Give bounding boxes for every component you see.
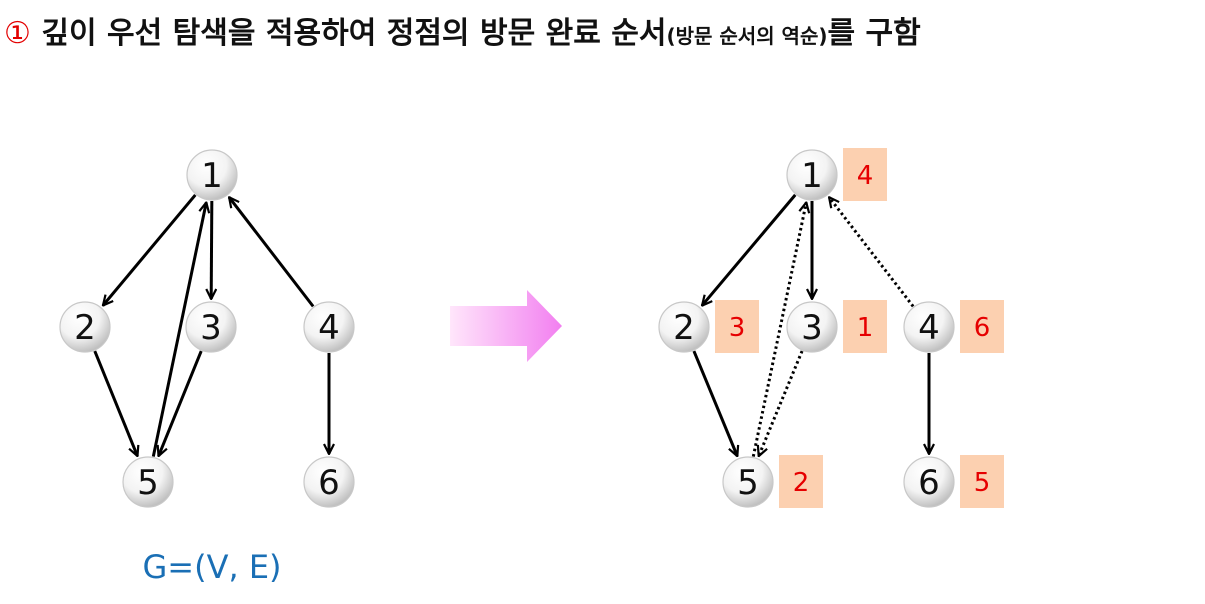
node-circle xyxy=(786,301,838,353)
left-node-6: 6 xyxy=(303,456,355,508)
finish-order-value: 6 xyxy=(974,313,991,343)
finish-order-badge-2: 3 xyxy=(715,300,759,353)
right-node-2: 2 xyxy=(658,301,710,353)
right-edge-5-to-1 xyxy=(751,202,806,457)
node-circle xyxy=(186,149,238,201)
left-edge-1-to-3 xyxy=(211,200,212,299)
node-label: 2 xyxy=(673,308,695,348)
title-main-text: 깊이 우선 탐색을 적용하여 정점의 방문 완료 순서 xyxy=(41,16,667,51)
right-node-5: 5 xyxy=(722,456,774,508)
left-node-4: 4 xyxy=(303,301,355,353)
right-node-1: 1 xyxy=(786,149,838,201)
node-circle xyxy=(122,456,174,508)
node-circle xyxy=(303,456,355,508)
right-graph-nodes: 1 4 2 3 3 1 4 6 5 2 6 5 xyxy=(658,148,1004,508)
node-label: 6 xyxy=(918,463,940,503)
right-edge-3-to-5 xyxy=(759,350,804,456)
finish-order-badge-6: 5 xyxy=(960,455,1004,508)
left-graph-edges xyxy=(93,193,329,457)
finish-order-value: 2 xyxy=(793,468,810,498)
right-node-6: 6 xyxy=(903,456,955,508)
left-edge-4-to-1 xyxy=(227,197,315,308)
left-node-3: 3 xyxy=(185,301,237,353)
left-edge-2-to-5 xyxy=(93,350,138,456)
node-label: 3 xyxy=(801,308,823,348)
node-circle xyxy=(658,301,710,353)
finish-order-box xyxy=(779,455,823,508)
left-node-2: 2 xyxy=(59,301,111,353)
finish-order-badge-5: 2 xyxy=(779,455,823,508)
left-graph-nodes: 1 2 3 4 5 6 xyxy=(59,149,355,508)
left-edge-5-to-1 xyxy=(151,202,206,457)
right-edge-4-to-1 xyxy=(827,197,915,308)
right-node-4: 4 xyxy=(903,301,955,353)
right-edge-1-to-2 xyxy=(700,193,797,306)
node-label: 4 xyxy=(318,308,340,348)
node-label: 2 xyxy=(74,308,96,348)
finish-order-box xyxy=(960,455,1004,508)
right-node-3: 3 xyxy=(786,301,838,353)
graph-caption: G=(V, E) xyxy=(142,548,281,586)
finish-order-badge-4: 6 xyxy=(960,300,1004,353)
node-label: 5 xyxy=(137,463,159,503)
finish-order-value: 4 xyxy=(857,161,874,191)
node-label: 1 xyxy=(201,156,223,196)
left-node-5: 5 xyxy=(122,456,174,508)
node-circle xyxy=(722,456,774,508)
finish-order-value: 5 xyxy=(974,468,991,498)
node-circle xyxy=(185,301,237,353)
node-circle xyxy=(59,301,111,353)
circled-number-marker: ① xyxy=(4,16,31,51)
right-edge-2-to-5 xyxy=(692,350,737,456)
node-circle xyxy=(786,149,838,201)
node-label: 4 xyxy=(918,308,940,348)
node-label: 6 xyxy=(318,463,340,503)
right-graph-edges xyxy=(692,193,929,457)
transition-arrow-icon xyxy=(450,290,562,362)
finish-order-badge-3: 1 xyxy=(843,300,887,353)
finish-order-value: 3 xyxy=(729,313,746,343)
finish-order-box xyxy=(843,148,887,201)
node-label: 1 xyxy=(801,156,823,196)
node-circle xyxy=(903,456,955,508)
node-circle xyxy=(903,301,955,353)
left-edge-1-to-2 xyxy=(101,193,197,306)
finish-order-box xyxy=(715,300,759,353)
left-node-1: 1 xyxy=(186,149,238,201)
finish-order-box xyxy=(960,300,1004,353)
page-title: ① 깊이 우선 탐색을 적용하여 정점의 방문 완료 순서(방문 순서의 역순)… xyxy=(4,8,921,51)
finish-order-box xyxy=(843,300,887,353)
node-label: 5 xyxy=(737,463,759,503)
finish-order-value: 1 xyxy=(857,313,874,343)
title-parenthetical: (방문 순서의 역순) xyxy=(666,24,828,48)
left-edge-3-to-5 xyxy=(159,350,203,456)
title-tail-text: 를 구함 xyxy=(827,16,921,51)
node-circle xyxy=(303,301,355,353)
finish-order-badge-1: 4 xyxy=(843,148,887,201)
node-label: 3 xyxy=(200,308,222,348)
